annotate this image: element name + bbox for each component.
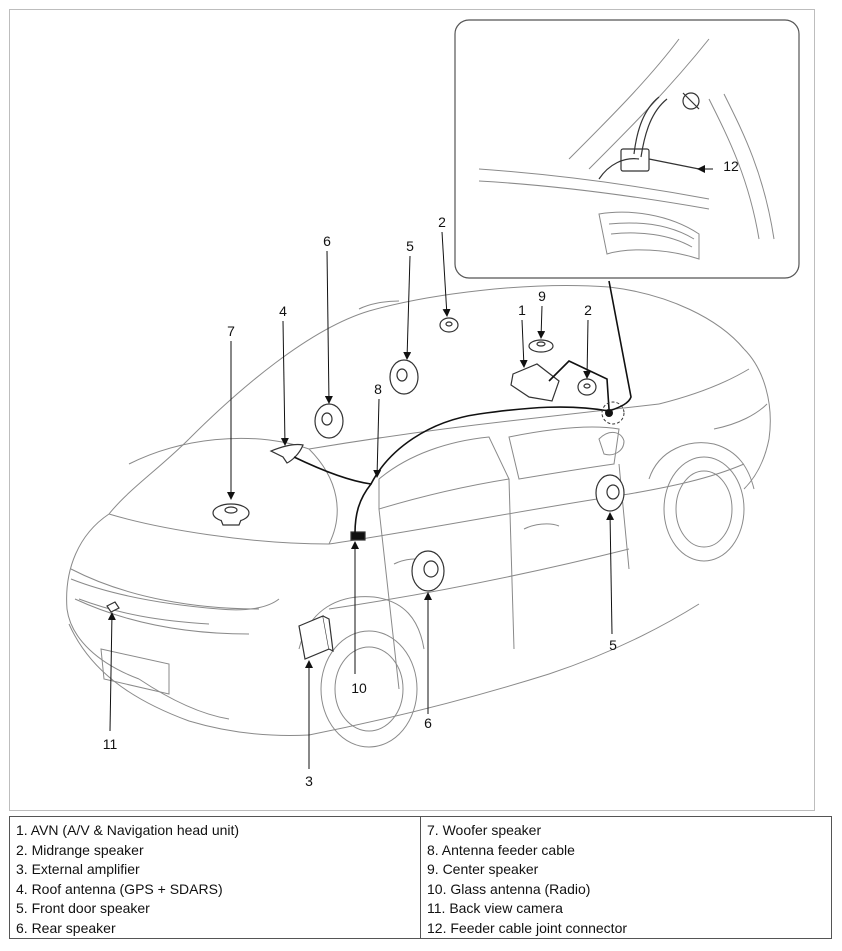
callout-2-right: 2 (584, 302, 592, 318)
legend-item: 7. Woofer speaker (427, 822, 542, 838)
components (106, 317, 625, 660)
legend-column-left: 1. AVN (A/V & Navigation head unit) 2. M… (10, 817, 420, 938)
callout-11: 11 (103, 736, 118, 752)
cables (293, 280, 632, 534)
legend-item: 4. Roof antenna (GPS + SDARS) (16, 880, 223, 897)
legend-item: 9. Center speaker (427, 861, 539, 878)
back-view-camera-icon (106, 601, 120, 613)
rear-speaker-bottom-icon (411, 550, 445, 592)
midrange-speaker-right-icon (577, 378, 597, 396)
callout-9: 9 (538, 288, 546, 304)
callout-5-bottom: 5 (609, 637, 617, 653)
leader-arrows (107, 231, 615, 769)
callout-12: 12 (723, 158, 739, 174)
roof-antenna-icon (269, 443, 304, 464)
parts-legend: 1. AVN (A/V & Navigation head unit) 2. M… (9, 816, 832, 939)
callout-10: 10 (351, 680, 367, 696)
callout-labels: 7 4 6 8 5 2 1 9 2 12 5 10 6 11 3 (103, 158, 739, 789)
external-amplifier-icon (298, 615, 334, 660)
callout-6-top: 6 (323, 233, 331, 249)
connector-12 (601, 401, 625, 425)
legend-item: 3. External amplifier (16, 861, 140, 878)
vehicle-outline (66, 285, 771, 748)
legend-column-right: 7. Woofer speaker 8. Antenna feeder cabl… (420, 817, 831, 938)
legend-item: 2. Midrange speaker (16, 841, 144, 858)
front-door-speaker-bottom-icon (595, 474, 625, 512)
woofer-speaker-icon (212, 503, 250, 526)
legend-item: 10. Glass antenna (Radio) (427, 880, 591, 897)
callout-3: 3 (305, 773, 313, 789)
callout-8: 8 (374, 381, 382, 397)
callout-7: 7 (227, 323, 235, 339)
legend-item: 8. Antenna feeder cable (427, 841, 575, 858)
avn-head-unit-icon (510, 363, 560, 402)
glass-antenna-icon (350, 531, 366, 541)
legend-item: 12. Feeder cable joint connector (427, 919, 628, 936)
audio-system-diagram: 7 4 6 8 5 2 1 9 2 12 5 10 6 11 3 (9, 9, 815, 811)
callout-2-left: 2 (438, 214, 446, 230)
midrange-speaker-left-icon (439, 317, 459, 333)
callout-4: 4 (279, 303, 287, 319)
center-speaker-icon (528, 339, 554, 353)
inset-detail (454, 19, 800, 279)
callout-6-bottom: 6 (424, 715, 432, 731)
rear-speaker-top-icon (314, 403, 344, 439)
callout-5-top: 5 (406, 238, 414, 254)
legend-item: 1. AVN (A/V & Navigation head unit) (16, 822, 240, 838)
front-door-speaker-top-icon (389, 359, 419, 395)
legend-item: 11. Back view camera (427, 900, 563, 917)
legend-item: 5. Front door speaker (16, 900, 150, 917)
legend-item: 6. Rear speaker (16, 919, 116, 936)
callout-1: 1 (518, 302, 526, 318)
